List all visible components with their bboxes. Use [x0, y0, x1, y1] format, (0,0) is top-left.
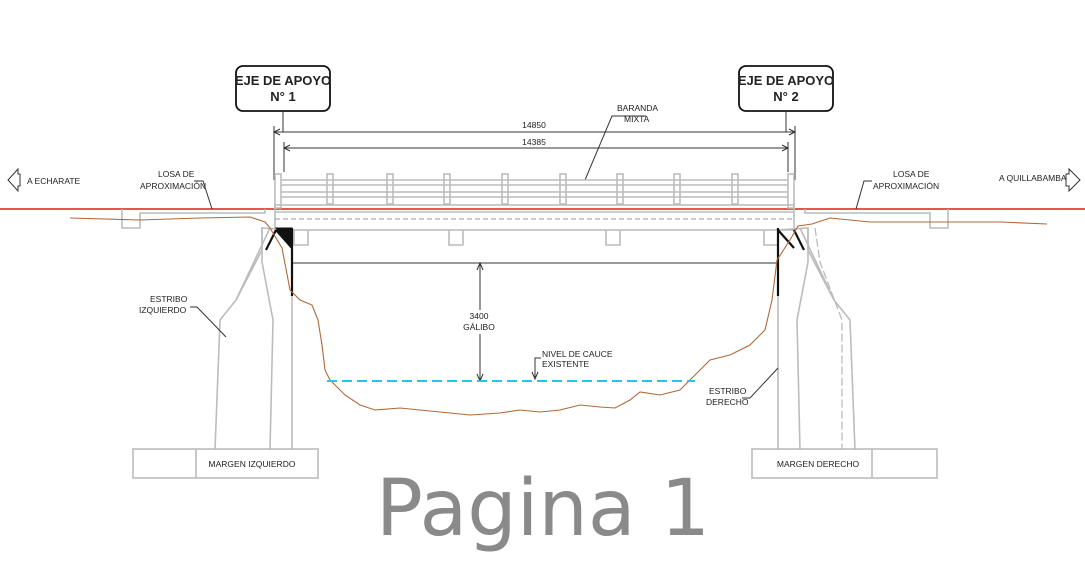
approach-slab-right-label-line2: APROXIMACIÓN [873, 181, 939, 191]
abutment-right-label-line2: DERECHO [706, 397, 749, 407]
bridge-deck [274, 204, 795, 264]
water-level-label-line2: EXISTENTE [542, 359, 590, 369]
dimension-total-span-value: 14850 [522, 120, 546, 130]
railing-post [559, 173, 567, 205]
watermark-text: Pagina 1 [376, 464, 710, 554]
margin-left-label: MARGEN IZQUIERDO [209, 459, 296, 469]
approach-slab-left-leader [194, 180, 213, 210]
terrain-profile [69, 216, 1048, 416]
right-direction-label: A QUILLABAMBA [999, 173, 1067, 183]
railing-post [673, 173, 681, 205]
approach-slab-right-leader [855, 180, 872, 210]
svg-text:EJE DE APOYO: EJE DE APOYO [738, 73, 834, 88]
clearance-dimension [463, 261, 497, 383]
deck-bracket [763, 230, 779, 246]
railing-post [386, 173, 394, 205]
clearance-label: GÁLIBO [463, 322, 495, 332]
support-axis-1: EJE DE APOYO N° 1 [235, 65, 331, 132]
deck-bracket [605, 230, 621, 246]
support-axis-2: EJE DE APOYO N° 2 [738, 65, 834, 132]
abutment-left-label-line2: IZQUIERDO [139, 305, 187, 315]
right-direction-arrow-icon [1065, 167, 1081, 193]
abutment-right-label: ESTRIBO [709, 386, 747, 396]
approach-slab-right-label: LOSA DE [893, 169, 930, 179]
left-direction-arrow-icon [7, 167, 21, 193]
water-level-leader [534, 357, 541, 379]
deck-bracket [448, 230, 464, 246]
left-direction-label: A ECHARATE [27, 176, 81, 186]
dimension-railing-span [282, 142, 790, 172]
railing-post [501, 173, 509, 205]
abutment-left [132, 227, 319, 479]
margin-right-label: MARGEN DERECHO [777, 459, 860, 469]
svg-text:EJE DE APOYO: EJE DE APOYO [235, 73, 331, 88]
railing-leader [584, 115, 646, 181]
svg-text:N° 2: N° 2 [773, 89, 798, 104]
railing-post [326, 173, 334, 205]
railing-post [616, 173, 624, 205]
dimension-total-span [272, 126, 797, 180]
railing-label-line2: MIXTA [624, 114, 650, 124]
clearance-value: 3400 [470, 311, 489, 321]
approach-slab-left-label-line2: APROXIMACIÓN [140, 181, 206, 191]
abutment-left-label: ESTRIBO [150, 294, 188, 304]
bridge-railing [274, 173, 795, 209]
svg-text:N° 1: N° 1 [270, 89, 295, 104]
abutment-right [751, 227, 938, 479]
railing-label: BARANDA [617, 103, 658, 113]
abutment-left-leader [190, 306, 227, 338]
abutment-right-leader [742, 367, 779, 399]
deck-bracket [293, 230, 309, 246]
railing-post [731, 173, 739, 205]
approach-slab-right [804, 209, 949, 229]
dimension-railing-span-value: 14385 [522, 137, 546, 147]
water-level-label: NIVEL DE CAUCE [542, 349, 613, 359]
approach-slab-left-label: LOSA DE [158, 169, 195, 179]
railing-post [443, 173, 451, 205]
